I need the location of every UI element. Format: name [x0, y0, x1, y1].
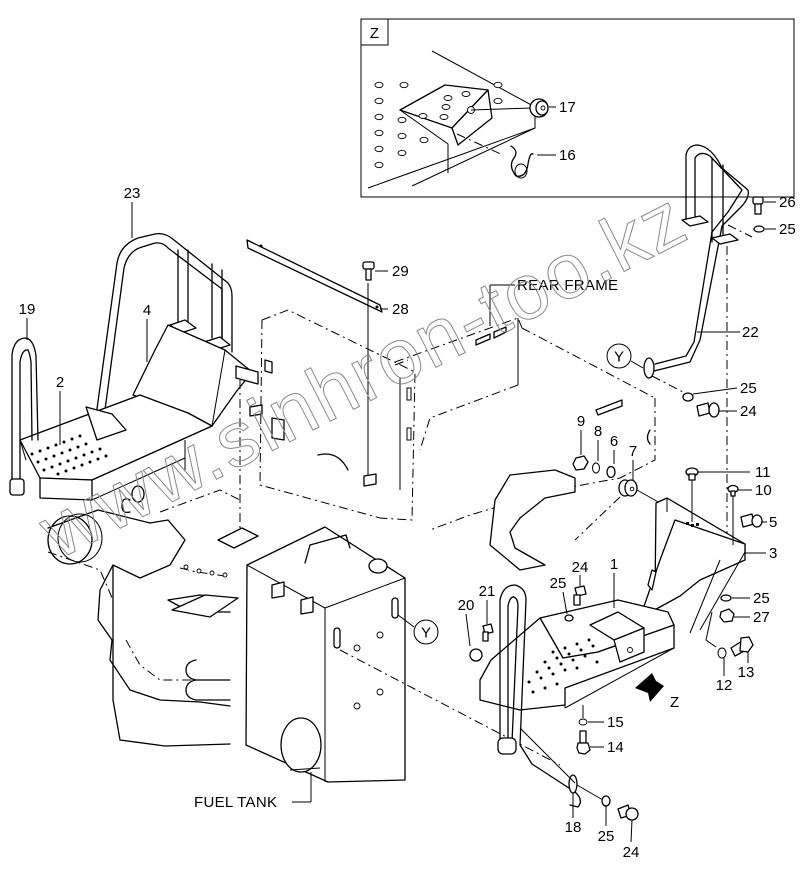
cover-plate-28: [246, 239, 383, 313]
label-5: 5: [769, 514, 777, 531]
washer-25-right-icon: [720, 594, 732, 602]
bolt-24-step-icon: [573, 585, 587, 606]
reference-y-label-2: Y: [614, 349, 624, 366]
tread-perforations: [30, 434, 108, 476]
rear-frame: REAR FRAME: [394, 277, 656, 571]
bolt-5-icon: [740, 513, 763, 528]
label-2: 2: [56, 374, 64, 391]
reference-y-circle: [413, 619, 439, 645]
rear-frame-label: REAR FRAME: [517, 277, 618, 294]
step-1-perforations: [527, 638, 599, 694]
handrail-22: [649, 144, 749, 373]
nut-27-icon: [719, 608, 735, 623]
view-arrow-z-label: Z: [670, 694, 679, 711]
label-9: 9: [577, 413, 585, 430]
label-26: 26: [779, 194, 796, 211]
mount-7-icon: [618, 479, 638, 497]
detail-tag-box: [360, 18, 389, 46]
lockwasher-12-icon: [717, 647, 727, 659]
label-24-bottom: 24: [623, 844, 640, 861]
label-23: 23: [124, 185, 141, 202]
label-21: 21: [479, 583, 496, 600]
view-arrow-z-icon: [635, 673, 664, 702]
label-11: 11: [755, 464, 771, 481]
washer-25-bottom-icon: [601, 795, 611, 807]
detail-tag-label: Z: [370, 25, 379, 42]
nut-9-icon: [572, 455, 589, 471]
chassis-frame: [47, 380, 259, 747]
reference-y-label-1: Y: [421, 625, 431, 642]
label-25-bottom: 25: [598, 828, 615, 845]
label-3: 3: [769, 545, 777, 562]
fuel-cap-icon: [368, 558, 388, 574]
plug-11-icon: [685, 467, 699, 481]
label-28: 28: [392, 301, 409, 318]
fuel-gauge-cover-icon: [280, 717, 322, 773]
lockwasher-8-icon: [592, 462, 600, 474]
label-4: 4: [143, 302, 151, 319]
washer-25-icon: [753, 225, 765, 233]
label-25-right: 25: [753, 590, 770, 607]
detail-view-z: Z 17 16: [360, 18, 795, 198]
handrail-23: [89, 232, 233, 461]
handrail-19: [11, 337, 39, 481]
bolt-21-icon: [482, 623, 494, 642]
label-25-mid: 25: [740, 380, 757, 397]
fuel-tank-label: FUEL TANK: [194, 794, 277, 811]
label-24-top: 24: [740, 403, 757, 420]
mount-hardware: 9 8 6 7: [572, 413, 661, 541]
bolt-14-icon: [576, 730, 591, 755]
label-29: 29: [392, 263, 409, 280]
label-7: 7: [629, 443, 637, 460]
label-1: 1: [610, 556, 618, 573]
bolt-29-icon: [362, 261, 375, 281]
watermark: www.sinhron-too.kz: [25, 173, 700, 575]
left-step-assembly: 23 4 19 2: [9, 185, 259, 501]
label-22: 22: [742, 324, 759, 341]
label-12: 12: [716, 677, 733, 694]
label-25-step: 25: [550, 575, 567, 592]
grommet-20-icon: [469, 648, 483, 662]
bolt-24-bottom-icon: [617, 804, 639, 821]
fuel-tank: FUEL TANK Y: [194, 526, 561, 811]
label-8: 8: [594, 423, 602, 440]
label-18: 18: [565, 819, 582, 836]
bolt-13-icon: [730, 636, 754, 657]
label-19: 19: [19, 301, 36, 318]
center-panel: 29 28: [246, 239, 416, 521]
washer-15-icon: [578, 718, 588, 726]
clip-16-icon: [510, 145, 534, 177]
handrail-18: [499, 584, 582, 808]
detail-frame: [360, 18, 795, 198]
label-10: 10: [755, 482, 772, 499]
perforation-holes: [374, 81, 503, 169]
label-27: 27: [753, 609, 770, 626]
label-17: 17: [559, 99, 576, 116]
front-step-assembly: 1 24 25 20 21 15 14: [458, 556, 680, 861]
bolt-24-icon: [696, 402, 720, 418]
label-14: 14: [607, 739, 624, 756]
label-24-step: 24: [572, 559, 589, 576]
label-6: 6: [610, 433, 618, 450]
label-15: 15: [607, 714, 624, 731]
bolt-26-icon: [752, 196, 764, 215]
right-step-assembly: 11 10 5 3 25 27 12: [639, 464, 777, 694]
label-16: 16: [559, 147, 576, 164]
label-13: 13: [738, 664, 755, 681]
label-20: 20: [458, 597, 475, 614]
plug-10-icon: [727, 484, 739, 497]
washer-6-icon: [606, 465, 616, 479]
right-handrail-assembly: Y 26 25 22 25 24: [606, 144, 796, 560]
label-25-top: 25: [779, 221, 796, 238]
